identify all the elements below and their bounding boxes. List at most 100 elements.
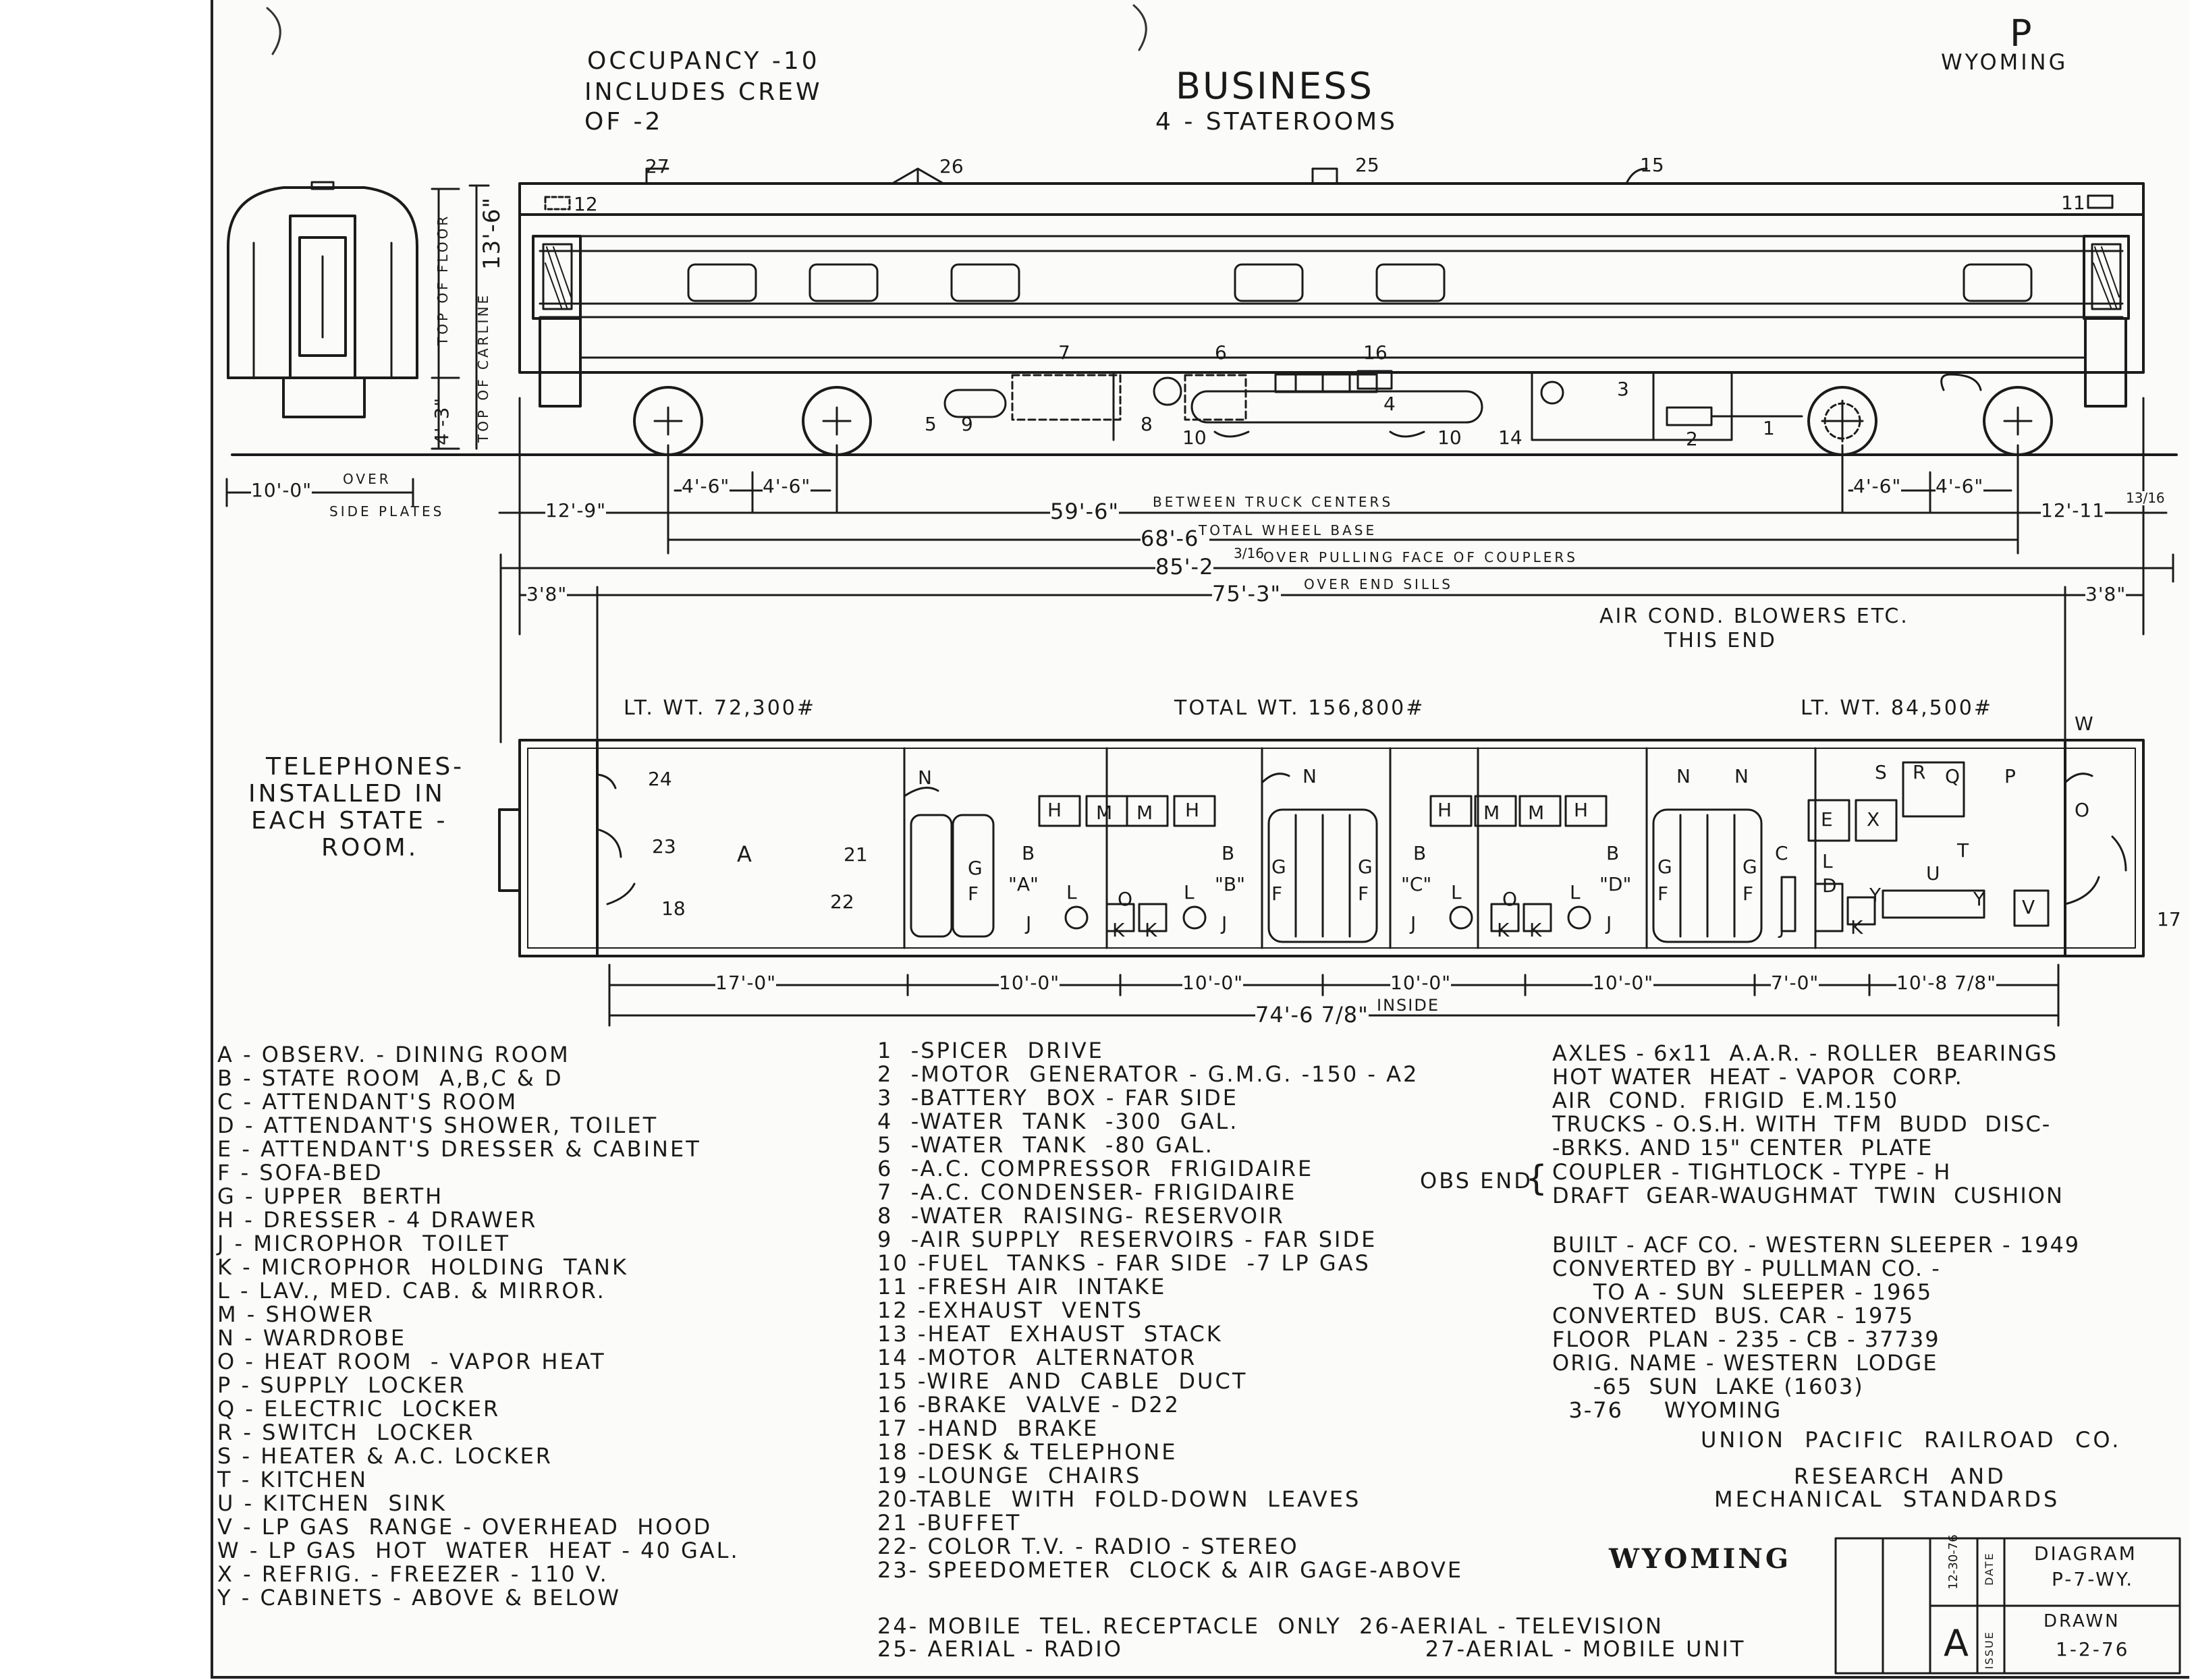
plan-label-o-heat: O	[2075, 799, 2090, 821]
end-view	[227, 181, 418, 418]
callout-4: 4	[1383, 393, 1396, 415]
legend-number-item: 1 -SPICER DRIVE	[877, 1038, 1104, 1063]
overhang-left-dimension: 12'-9"	[545, 499, 607, 522]
legend-number-item: 15 -WIRE AND CABLE DUCT	[877, 1368, 1248, 1394]
plan-label-r: R	[1913, 761, 1926, 783]
obs-end-brace: {	[1525, 1158, 1548, 1199]
plan-label-d: D	[1822, 874, 1837, 897]
callout-8: 8	[1141, 413, 1153, 435]
plan-label-l-4: L	[1570, 881, 1581, 903]
plan-label-m-1: M	[1096, 802, 1113, 824]
plan-segment-5: 10'-0"	[1593, 972, 1654, 994]
telephones-note-line-1: TELEPHONES-	[266, 753, 465, 781]
issue-date: 12-30-76	[1946, 1534, 1960, 1590]
plan-segment-1: 17'-0"	[715, 972, 777, 994]
end-left-dimension: 3'8"	[526, 583, 568, 605]
legend-number-item: 20-TABLE WITH FOLD-DOWN LEAVES	[877, 1486, 1361, 1512]
legend-letter-item: D - ATTENDANT'S SHOWER, TOILET	[217, 1113, 659, 1138]
plan-label-o-2: O	[1502, 888, 1518, 910]
plan-segment-7: 10'-8 7/8"	[1896, 972, 1997, 994]
legend-bottom-line-1: 24- MOBILE TEL. RECEPTACLE ONLY 26-AERIA…	[877, 1613, 1664, 1639]
telephones-note-line-4: ROOM.	[321, 834, 419, 862]
elevation-dimension-lines	[498, 397, 2174, 744]
plan-segment-4: 10'-0"	[1390, 972, 1452, 994]
floor-plan	[498, 739, 2145, 957]
legend-number-item: 10 -FUEL TANKS - FAR SIDE -7 LP GAS	[877, 1250, 1371, 1276]
history-line: TO A - SUN SLEEPER - 1965	[1552, 1279, 1933, 1305]
plan-label-f-5: F	[1743, 883, 1754, 905]
plan-label-g-3: G	[1358, 856, 1373, 878]
end-width-dimension: 10'-0"	[251, 479, 312, 501]
legend-letter-item: B - STATE ROOM A,B,C & D	[217, 1065, 564, 1091]
plan-label-17: 17	[2157, 908, 2181, 930]
spec-line: COUPLER - TIGHTLOCK - TYPE - H	[1552, 1159, 1952, 1185]
company-name: UNION PACIFIC RAILROAD CO.	[1701, 1427, 2122, 1453]
callout-2: 2	[1686, 428, 1698, 450]
spec-line: TRUCKS - O.S.H. WITH TFM BUDD DISC-	[1552, 1111, 2052, 1137]
plan-label-j-5: J	[1779, 916, 1785, 939]
callout-15: 15	[1640, 154, 1664, 176]
truck-centers-dimension: 59'-6"	[1050, 499, 1120, 524]
plan-label-l-1: L	[1066, 881, 1077, 903]
legend-letter-item: C - ATTENDANT'S ROOM	[217, 1089, 518, 1115]
legend-number-item: 14 -MOTOR ALTERNATOR	[877, 1345, 1197, 1370]
plan-label-g-5: G	[1743, 856, 1757, 878]
plan-label-f-4: F	[1657, 883, 1669, 905]
callout-25: 25	[1355, 154, 1379, 176]
callout-11: 11	[2061, 192, 2085, 214]
coupler-specs: COUPLER - TIGHTLOCK - TYPE - H DRAFT GEA…	[1552, 1160, 2064, 1208]
department-line-1: RESEARCH AND	[1794, 1463, 2006, 1489]
legend-letter-item: K - MICROPHOR HOLDING TANK	[217, 1254, 628, 1280]
legend-number-item: 17 -HAND BRAKE	[877, 1416, 1099, 1441]
plan-label-h-4: H	[1574, 799, 1589, 821]
plan-label-n-4: N	[1734, 765, 1749, 787]
legend-letter-item: N - WARDROBE	[217, 1325, 407, 1351]
plan-label-m-3: M	[1483, 802, 1500, 824]
plan-label-t: T	[1957, 839, 1969, 862]
spec-line: -BRKS. AND 15" CENTER PLATE	[1552, 1135, 1934, 1160]
plan-label-24: 24	[648, 768, 672, 790]
history-line: 3-76 WYOMING	[1552, 1397, 1782, 1423]
end-width-note-over: OVER	[343, 471, 391, 487]
callout-1: 1	[1763, 417, 1775, 439]
history-line: CONVERTED BY - PULLMAN CO. -	[1552, 1256, 1941, 1281]
legend-letter-item: L - LAV., MED. CAB. & MIRROR.	[217, 1278, 606, 1304]
plan-label-b-4: B	[1606, 842, 1620, 864]
callout-6: 6	[1215, 341, 1227, 364]
wheel-base-dimension: 68'-6"	[1141, 526, 1210, 551]
wheels	[633, 386, 2053, 456]
plan-label-f-1: F	[968, 883, 979, 905]
plan-label-k-5: K	[1850, 916, 1863, 939]
legend-letter-item: W - LP GAS HOT WATER HEAT - 40 GAL.	[217, 1538, 740, 1563]
legend-letter-item: R - SWITCH LOCKER	[217, 1420, 475, 1445]
plan-inside-length: 74'-6 7/8"	[1255, 1002, 1369, 1028]
legend-letter-item: M - SHOWER	[217, 1301, 375, 1327]
plan-label-b-1: B	[1022, 842, 1035, 864]
plan-label-v: V	[2022, 896, 2035, 918]
plan-label-l-5: L	[1822, 850, 1833, 872]
telephones-note-line-2: INSTALLED IN	[248, 780, 445, 808]
issue-letter: A	[1944, 1622, 1969, 1664]
plan-label-m-4: M	[1528, 802, 1545, 824]
department-line-2: MECHANICAL STANDARDS	[1714, 1486, 2060, 1512]
spec-line: AXLES - 6x11 A.A.R. - ROLLER BEARINGS	[1552, 1040, 2058, 1066]
plan-label-o-1: O	[1118, 888, 1133, 910]
history-line: FLOOR PLAN - 235 - CB - 37739	[1552, 1326, 1940, 1352]
legend-letters: A - OBSERV. - DINING ROOM B - STATE ROOM…	[217, 1043, 740, 1610]
legend-bottom-line-2: 25- AERIAL - RADIO 27-AERIAL - MOBILE UN…	[877, 1636, 1746, 1662]
occupancy-line-2: INCLUDES CREW	[584, 78, 823, 106]
plan-label-g-4: G	[1657, 856, 1672, 878]
history-line: CONVERTED BUS. CAR - 1975	[1552, 1303, 1915, 1328]
plan-label-l-3: L	[1451, 881, 1462, 903]
legend-letter-item: Q - ELECTRIC LOCKER	[217, 1396, 501, 1422]
plan-label-b-3: B	[1413, 842, 1427, 864]
plan-label-j-4: J	[1606, 912, 1612, 934]
plan-label-room-a: "A"	[1008, 873, 1039, 895]
handwritten-car-name: WYOMING	[1609, 1543, 1792, 1575]
plan-label-j-1: J	[1026, 912, 1032, 934]
height-dimension: 13'-6"	[478, 196, 505, 270]
plan-label-23: 23	[652, 835, 676, 858]
plan-label-n-1: N	[918, 766, 932, 789]
